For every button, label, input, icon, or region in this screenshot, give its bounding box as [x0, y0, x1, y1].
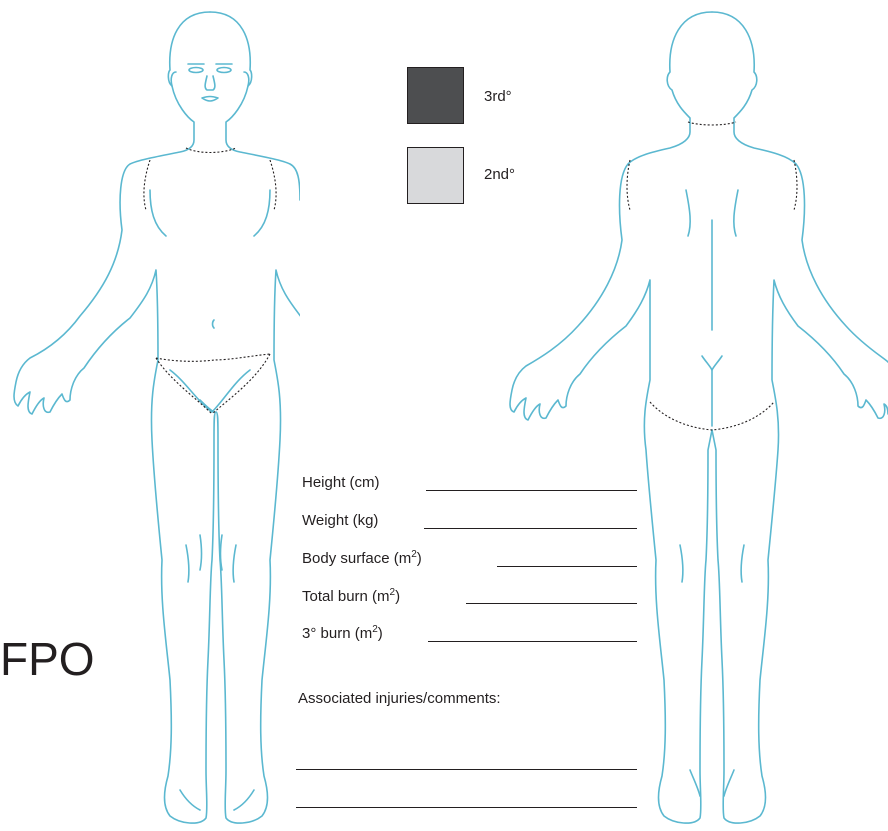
legend-swatch-2nd-degree [407, 147, 464, 204]
legend-label-2nd-degree: 2nd° [484, 166, 515, 183]
third-degree-burn-field[interactable] [428, 641, 637, 642]
total-burn-label: Total burn (m2) [302, 587, 400, 605]
fpo-placeholder: FPO [0, 636, 95, 682]
comments-line-1[interactable] [296, 769, 637, 770]
comments-line-2[interactable] [296, 807, 637, 808]
body-front-icon [0, 0, 300, 831]
height-field[interactable] [426, 490, 637, 491]
body-surface-label: Body surface (m2) [302, 549, 422, 567]
comments-label: Associated injuries/comments: [298, 690, 501, 707]
body-surface-field[interactable] [497, 566, 637, 567]
legend-label-3rd-degree: 3rd° [484, 88, 512, 105]
third-degree-burn-label: 3° burn (m2) [302, 624, 383, 642]
weight-field[interactable] [424, 528, 637, 529]
body-back-icon [490, 0, 888, 831]
total-burn-field[interactable] [466, 603, 637, 604]
height-label: Height (cm) [302, 474, 380, 491]
legend-swatch-3rd-degree [407, 67, 464, 124]
weight-label: Weight (kg) [302, 512, 378, 529]
